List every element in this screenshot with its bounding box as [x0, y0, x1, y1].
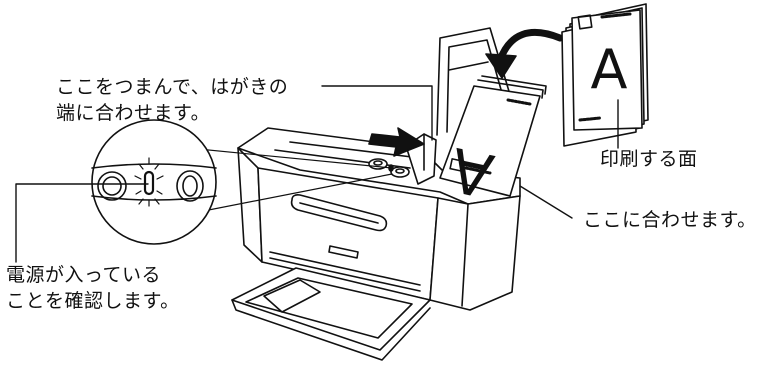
postcard-stack: A: [561, 3, 649, 147]
output-tray: [231, 267, 431, 361]
curved-arrow-icon: [485, 28, 564, 79]
callout-align-here: ここに合わせます。: [583, 207, 757, 233]
callout-pinch-line2: 端に合わせます。: [56, 102, 211, 124]
callout-print-face: 印刷する面: [600, 146, 698, 172]
callout-power-check: 電源が入っている ことを確認します。: [6, 262, 180, 314]
callout-pinch-guide: ここをつまんで、はがきの 端に合わせます。: [56, 74, 288, 126]
push-arrow-icon: [368, 127, 425, 157]
leader-lines: [15, 85, 619, 263]
callout-align-text: ここに合わせます。: [583, 209, 757, 231]
callout-power-line1: 電源が入っている: [6, 264, 162, 286]
postcard-letter: A: [591, 38, 628, 101]
callout-pinch-line1: ここをつまんで、はがきの: [56, 76, 289, 98]
power-lamp-zoom: [91, 119, 393, 245]
power-lamp-icon: [134, 157, 164, 207]
control-buttons: [368, 158, 410, 178]
callout-power-line2: ことを確認します。: [6, 290, 180, 312]
callout-print-face-text: 印刷する面: [600, 148, 698, 170]
